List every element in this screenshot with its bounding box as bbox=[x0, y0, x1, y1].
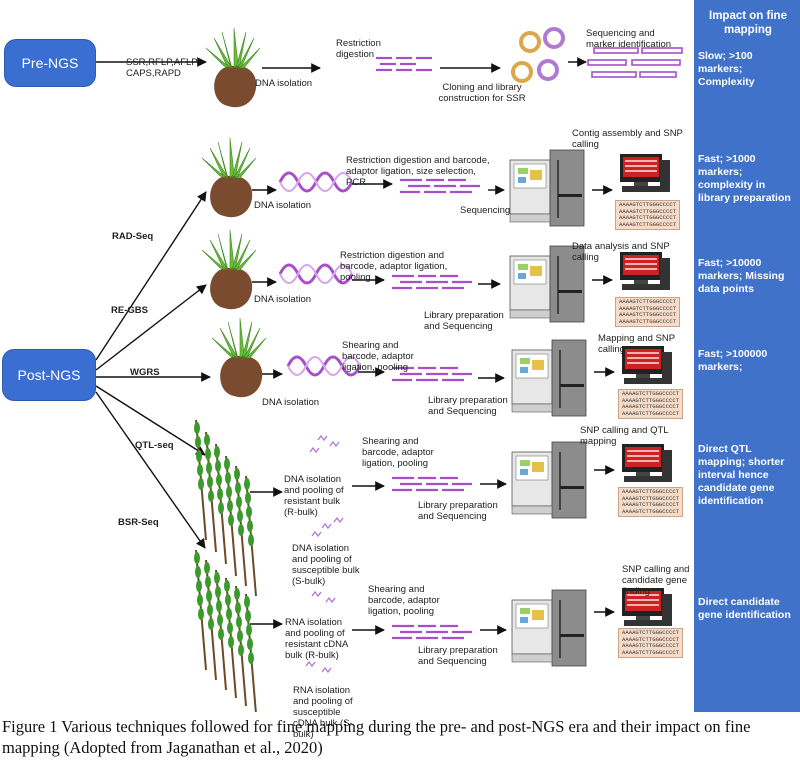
seq-line: AAAAGTCTTGGGCCCCT bbox=[622, 629, 680, 636]
impact-rad-seq: Fast; >1000 markers; complexity in libra… bbox=[698, 153, 791, 204]
seq-line: AAAAGTCTTGGGCCCCT bbox=[619, 311, 677, 319]
diagram-stage: Pre-NGS Post-NGS RAD-Seq RE-GBS WGRS QTL… bbox=[3, 0, 800, 740]
qtl-library: Library preparation and Sequencing bbox=[418, 500, 498, 522]
seq-line: AAAAGTCTTGGGCCCCT bbox=[622, 390, 680, 397]
gbs-analysis: Data analysis and SNP calling bbox=[572, 241, 670, 263]
seq-line: AAAAGTCTTGGGCCCCT bbox=[619, 220, 677, 228]
rad-sequencing: Sequencing bbox=[460, 205, 511, 216]
impact-header: Impact on fine mapping bbox=[709, 10, 787, 36]
pre-cloning: Cloning and library construction for SSR bbox=[438, 82, 526, 104]
seq-line: AAAAGTCTTGGGCCCCT bbox=[622, 396, 680, 404]
seq-line: AAAAGTCTTGGGCCCCT bbox=[622, 507, 680, 515]
seq-line: AAAAGTCTTGGGCCCCT bbox=[619, 317, 677, 325]
wgrs-dna-isolation: DNA isolation bbox=[262, 397, 320, 408]
impact-bsr-seq: Direct candidate gene identification bbox=[698, 596, 791, 621]
qtl-r-bulk: DNA isolation and pooling of resistant b… bbox=[284, 474, 344, 518]
pre-ngs-node: Pre-NGS bbox=[5, 40, 95, 86]
diagram-art bbox=[95, 27, 683, 712]
seq-line: AAAAGTCTTGGGCCCCT bbox=[622, 488, 680, 495]
qtl-s-bulk: DNA isolation and pooling of susceptible… bbox=[292, 543, 360, 587]
method-bsr-seq: BSR-Seq bbox=[118, 517, 159, 528]
bsr-library: Library preparation and Sequencing bbox=[418, 645, 498, 667]
rad-dna-isolation: DNA isolation bbox=[254, 200, 312, 211]
pre-sequencing: Sequencing and marker identification bbox=[586, 28, 672, 50]
seq-line: AAAAGTCTTGGGCCCCT bbox=[622, 648, 680, 656]
seq-line: AAAAGTCTTGGGCCCCT bbox=[619, 214, 677, 222]
gbs-dna-isolation: DNA isolation bbox=[254, 294, 312, 305]
method-rad-seq: RAD-Seq bbox=[112, 231, 154, 242]
bsr-s-bulk: RNA isolation and pooling of susceptible… bbox=[293, 685, 353, 740]
seq-line: AAAAGTCTTGGGCCCCT bbox=[622, 635, 680, 643]
wgrs-step: Shearing and barcode, adaptor ligation, … bbox=[342, 340, 414, 373]
seq-line: AAAAGTCTTGGGCCCCT bbox=[622, 642, 680, 650]
pre-markers: SSR,RFLP,AFLP, CAPS,RAPD bbox=[126, 57, 200, 79]
method-wgrs: WGRS bbox=[130, 367, 160, 378]
impact-pre-ngs: Slow; >100 markers; Complexity bbox=[698, 50, 755, 88]
wgrs-library: Library preparation and Sequencing bbox=[428, 395, 508, 417]
gbs-step: Restriction digestion and barcode, adapt… bbox=[340, 250, 448, 283]
pre-dna-isolation: DNA isolation bbox=[255, 78, 313, 89]
method-qtl-seq: QTL-seq bbox=[135, 440, 174, 451]
seq-line: AAAAGTCTTGGGCCCCT bbox=[619, 201, 677, 208]
wgrs-analysis: Mapping and SNP calling bbox=[598, 333, 675, 355]
seq-line: AAAAGTCTTGGGCCCCT bbox=[619, 304, 677, 312]
post-ngs-node: Post-NGS bbox=[3, 350, 95, 400]
gbs-library: Library preparation and Sequencing bbox=[424, 310, 504, 332]
rad-analysis: Contig assembly and SNP calling bbox=[572, 128, 683, 150]
method-re-gbs: RE-GBS bbox=[111, 305, 148, 316]
seq-line: AAAAGTCTTGGGCCCCT bbox=[619, 298, 677, 305]
bsr-analysis: SNP calling and candidate gene finding bbox=[622, 564, 690, 597]
pre-restriction: Restriction digestion bbox=[336, 38, 381, 60]
qtl-step: Shearing and barcode, adaptor ligation, … bbox=[362, 436, 434, 469]
impact-panel bbox=[694, 0, 800, 712]
seq-line: AAAAGTCTTGGGCCCCT bbox=[622, 501, 680, 509]
seq-line: AAAAGTCTTGGGCCCCT bbox=[619, 207, 677, 215]
qtl-analysis: SNP calling and QTL mapping bbox=[580, 425, 669, 447]
seq-line: AAAAGTCTTGGGCCCCT bbox=[622, 494, 680, 502]
impact-wgrs: Fast; >100000 markers; bbox=[698, 348, 768, 373]
impact-qtl-seq: Direct QTL mapping; shorter interval hen… bbox=[698, 443, 785, 507]
figure-caption: Figure 1 Various techniques followed for… bbox=[2, 717, 751, 757]
bsr-r-bulk: RNA isolation and pooling of resistant c… bbox=[285, 617, 348, 661]
seq-line: AAAAGTCTTGGGCCCCT bbox=[622, 409, 680, 417]
rad-step: Restriction digestion and barcode, adapt… bbox=[346, 155, 490, 188]
seq-line: AAAAGTCTTGGGCCCCT bbox=[622, 403, 680, 411]
impact-re-gbs: Fast; >10000 markers; Missing data point… bbox=[698, 257, 785, 295]
bsr-step: Shearing and barcode, adaptor ligation, … bbox=[368, 584, 440, 617]
